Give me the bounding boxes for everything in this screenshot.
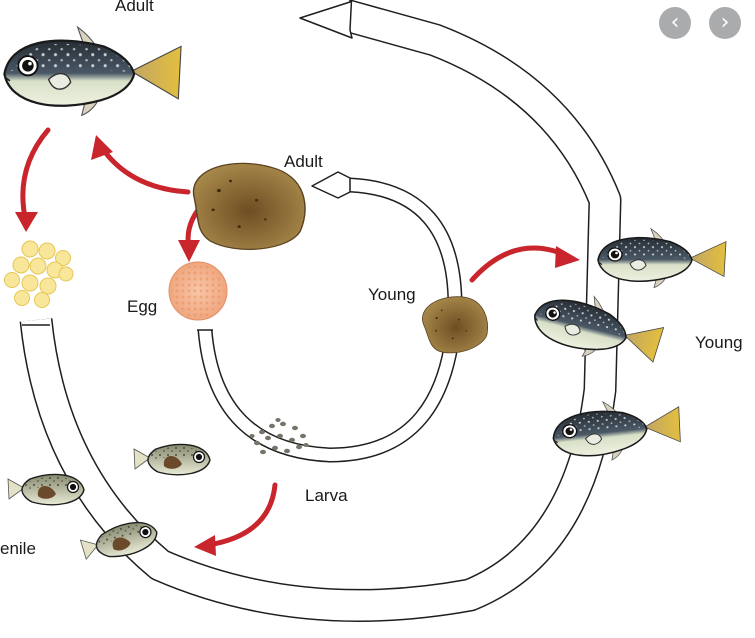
label-larva: Larva	[305, 486, 348, 505]
label-young-stage: Young	[368, 285, 416, 304]
chevron-right-icon: ›	[720, 10, 730, 35]
label-young-fish: Young	[695, 333, 743, 352]
arrow-adult-to-eggs	[20, 127, 51, 225]
label-juvenile: enile	[0, 539, 36, 558]
chevron-left-icon: ‹	[670, 10, 680, 35]
inner-cycle-arrowhead	[311, 171, 351, 199]
label-adult-fish: Adult	[115, 0, 154, 15]
label-adult-stage: Adult	[284, 152, 323, 171]
outer-cycle-band	[19, 0, 622, 622]
adult-pufferfish	[3, 25, 183, 117]
egg-stage	[168, 261, 228, 321]
label-egg: Egg	[127, 297, 158, 316]
previous-image-button[interactable]: ‹	[659, 7, 691, 39]
arrow-blob-to-adult-fish	[97, 142, 191, 195]
young-stage-organism	[418, 290, 493, 359]
inner-cycle-band	[197, 171, 463, 463]
juvenile-pufferfish-1	[7, 473, 85, 506]
outer-cycle-arrowhead	[299, 0, 353, 39]
next-image-button[interactable]: ›	[709, 7, 741, 39]
adult-stage-organism	[192, 162, 306, 251]
larva-cluster	[249, 418, 309, 455]
yellow-egg-cluster	[4, 240, 74, 308]
red-arrows	[15, 127, 580, 556]
arrow-young-to-young-fish	[469, 245, 571, 283]
juvenile-pufferfish-2	[133, 443, 211, 476]
arrow-larva-to-juvenile	[205, 482, 278, 548]
